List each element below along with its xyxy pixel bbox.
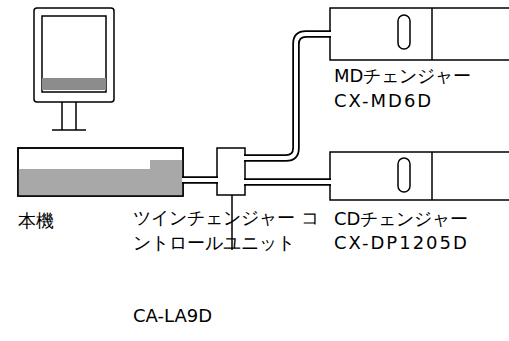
main-unit-body	[18, 148, 183, 196]
md-changer: MDチェンジャーCX-MD6D	[330, 8, 509, 60]
main-unit: 本機	[18, 148, 183, 196]
model-number: CX-DP1205D	[334, 232, 469, 254]
md-changer-body	[330, 8, 509, 60]
cable-outline	[182, 176, 218, 184]
model-number: CX-MD6D	[334, 90, 433, 112]
cd-changer-body	[330, 152, 509, 200]
cable	[182, 180, 218, 181]
node-label: CDチェンジャー	[334, 208, 468, 230]
cable	[244, 182, 331, 183]
node-label: 本機	[18, 210, 54, 232]
control-unit-box	[217, 148, 245, 195]
node-label: ツインチェンジャー コントロールユニット	[133, 205, 328, 255]
cable-inner	[244, 34, 331, 158]
cable-inner	[182, 178, 218, 182]
cable-inner	[244, 180, 331, 184]
cable-outline	[244, 178, 331, 186]
cd-changer: CDチェンジャーCX-DP1205D	[330, 152, 509, 200]
model-number: CA-LA9D	[133, 305, 212, 327]
node-label: MDチェンジャー	[334, 65, 471, 87]
control-unit: ツインチェンジャー コントロールユニットCA-LA9D	[217, 148, 245, 195]
cable	[244, 34, 331, 158]
cable-outline	[244, 34, 331, 158]
monitor	[34, 8, 114, 130]
